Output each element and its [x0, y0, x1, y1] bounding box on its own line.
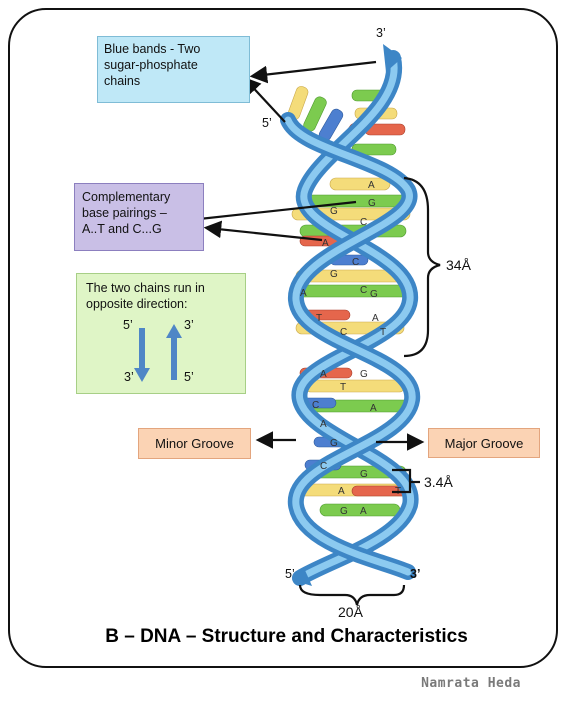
base-letter: T: [380, 327, 386, 338]
direction-label: 3’: [124, 370, 134, 384]
major-groove-label: Major Groove: [428, 428, 540, 458]
callout-line: sugar-phosphate: [104, 58, 198, 72]
base-letter: C: [352, 257, 359, 268]
direction-label: 5’: [184, 370, 194, 384]
strand-end-label: 5’: [285, 567, 295, 581]
author-credit: Namrata Heda: [421, 676, 521, 691]
base-letter: G: [370, 289, 378, 300]
strand-end-label: 5’: [262, 116, 272, 130]
base-letter: C: [312, 400, 319, 411]
callout-line: base pairings –: [82, 206, 167, 220]
direction-callout: The two chains run in opposite direction…: [76, 273, 246, 394]
strand-end-label: 3’: [410, 567, 421, 581]
base-letter: T: [316, 313, 322, 324]
callout-line: Complementary: [82, 190, 171, 204]
direction-label: 5’: [123, 318, 133, 332]
base-letter: A: [338, 486, 345, 497]
figure-frame: [8, 8, 558, 668]
helix-pitch-label: 34Å: [446, 257, 471, 273]
callout-line: A..T and C...G: [82, 222, 162, 236]
sugar-phosphate-backbones: [280, 44, 421, 586]
callout-line: The two chains run in: [86, 281, 205, 295]
base-letter: A: [300, 288, 307, 299]
minor-groove-label: Minor Groove: [138, 428, 251, 459]
annotation-arrows: [185, 60, 425, 451]
opposite-direction-arrows: [134, 324, 182, 382]
measurement-brackets: [298, 176, 441, 606]
strand-end-label: 3’: [376, 26, 386, 40]
base-letter: T: [340, 382, 346, 393]
base-letter: A: [372, 313, 379, 324]
base-letters: A G A C G C A G T A C T A G T C A G A G …: [300, 180, 401, 517]
sugar-phosphate-callout: Blue bands - Two sugar-phosphate chains: [97, 36, 250, 103]
callout-line: Blue bands - Two: [104, 42, 201, 56]
base-letter: A: [370, 403, 377, 414]
direction-label: 3’: [184, 318, 194, 332]
base-letter: A: [360, 506, 367, 517]
base-letter: G: [368, 198, 376, 209]
base-letter: C: [320, 461, 327, 472]
callout-line: chains: [104, 74, 141, 88]
base-rise-label: 3.4Å: [424, 474, 453, 490]
base-letter: C: [360, 285, 367, 296]
base-letter: G: [330, 438, 338, 449]
base-letter: C: [340, 327, 347, 338]
base-letter: A: [322, 238, 329, 249]
base-letter: G: [340, 506, 348, 517]
base-pairing-callout: Complementary base pairings – A..T and C…: [74, 183, 204, 251]
base-letter: A: [320, 419, 327, 430]
base-letter: C: [360, 217, 367, 228]
callout-line: opposite direction:: [86, 297, 188, 311]
base-letter: A: [320, 369, 327, 380]
base-letter: G: [330, 269, 338, 280]
base-letter: A: [368, 180, 375, 191]
figure-title: B – DNA – Structure and Characteristics: [105, 626, 468, 647]
base-letter: G: [360, 369, 368, 380]
helix-diameter-label: 20Å: [338, 604, 363, 620]
base-letter: G: [360, 469, 368, 480]
base-letter: G: [330, 206, 338, 217]
